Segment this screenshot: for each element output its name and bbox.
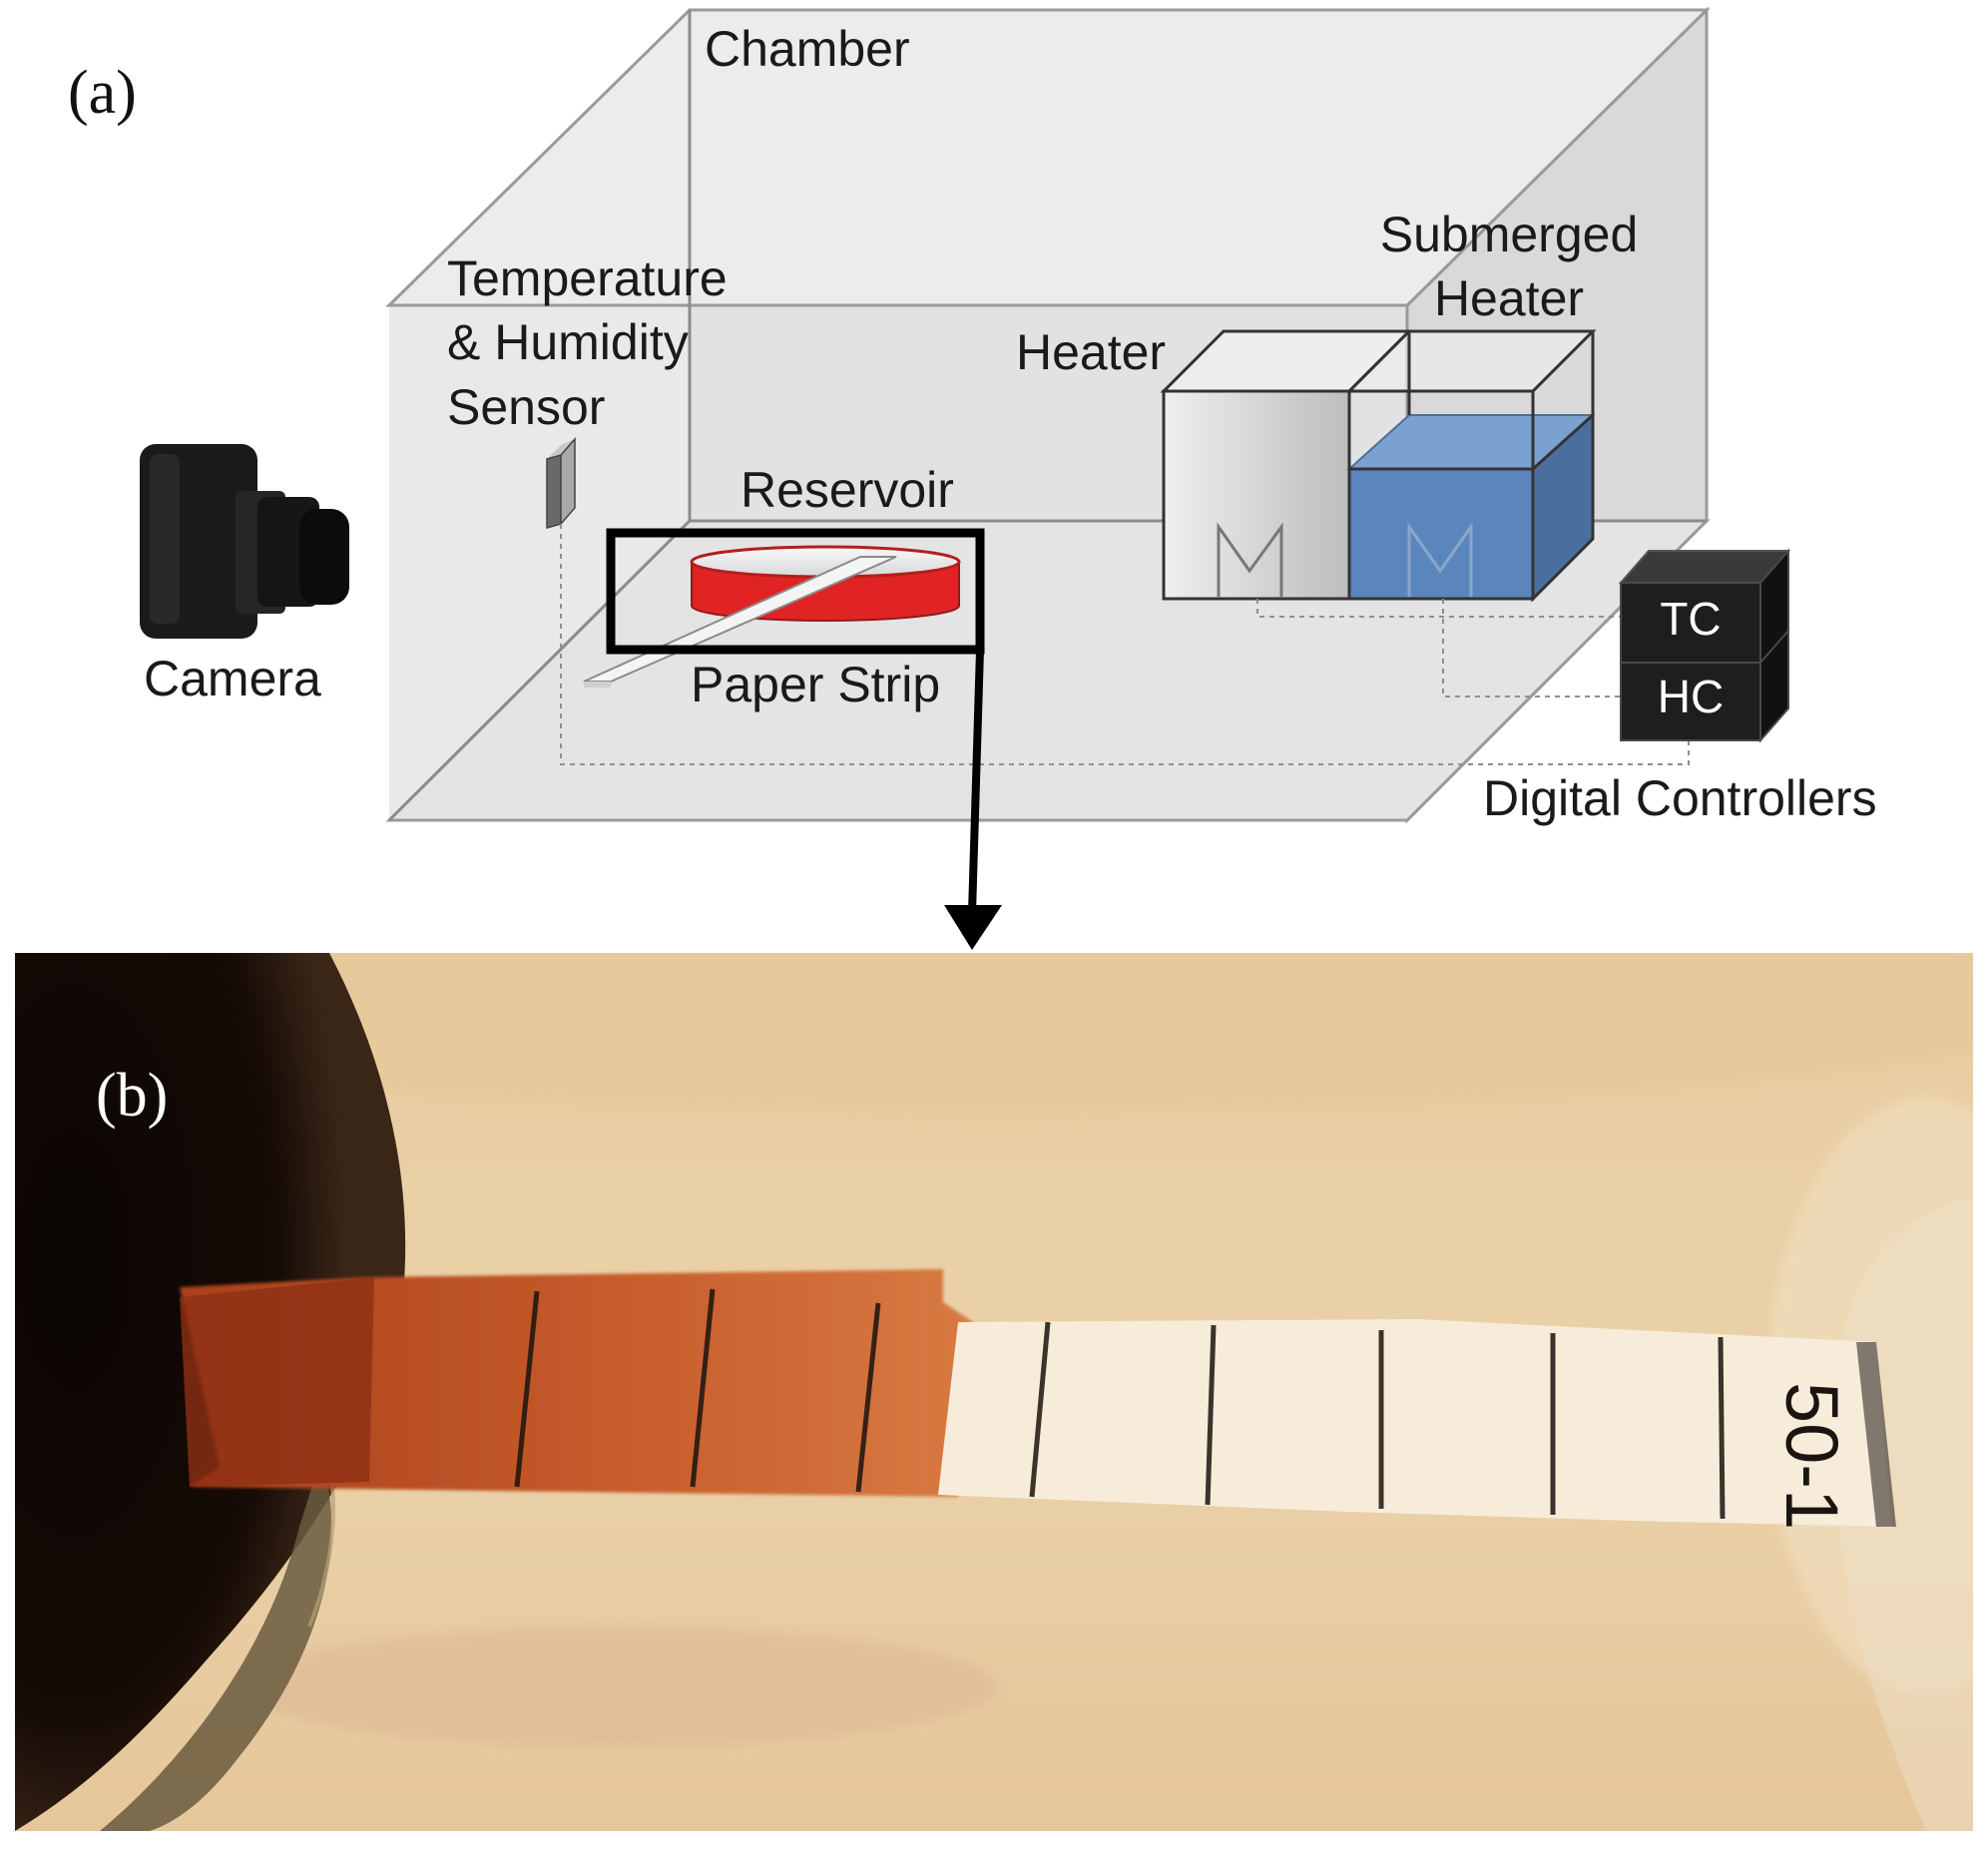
panel-a-label: (a) <box>68 59 137 127</box>
camera-label: Camera <box>144 651 321 706</box>
digital-controllers-label: Digital Controllers <box>1483 770 1877 826</box>
digital-controllers: TC HC <box>1618 548 1791 743</box>
highlight-box <box>606 528 985 655</box>
sensor-label-line-2: & Humidity <box>447 314 689 370</box>
panel-b-photo: 50-1 (b) <box>15 953 1973 1831</box>
humidity-sensor <box>546 437 576 529</box>
chamber-label: Chamber <box>705 21 910 77</box>
tc-controller-label: TC <box>1660 593 1721 645</box>
panel-a: (a) <box>68 6 1877 950</box>
sensor-label-line-1: Temperature <box>447 250 728 306</box>
controller-wiring <box>560 524 1690 765</box>
submerged-heater-label-line-1: Submerged <box>1380 207 1639 262</box>
heater-label: Heater <box>1016 324 1166 380</box>
paper-strip-label: Paper Strip <box>691 657 940 712</box>
zoom-arrow <box>944 649 1002 950</box>
heater-unit <box>1160 329 1597 603</box>
strip-marking: 50-1 <box>1770 1382 1853 1530</box>
submerged-heater-label-line-2: Heater <box>1434 270 1584 326</box>
sensor-label-line-3: Sensor <box>447 379 605 435</box>
panel-b-label: (b) <box>96 1062 168 1130</box>
hc-controller-label: HC <box>1658 671 1724 722</box>
camera-icon <box>140 444 349 639</box>
reservoir-label: Reservoir <box>741 462 954 518</box>
